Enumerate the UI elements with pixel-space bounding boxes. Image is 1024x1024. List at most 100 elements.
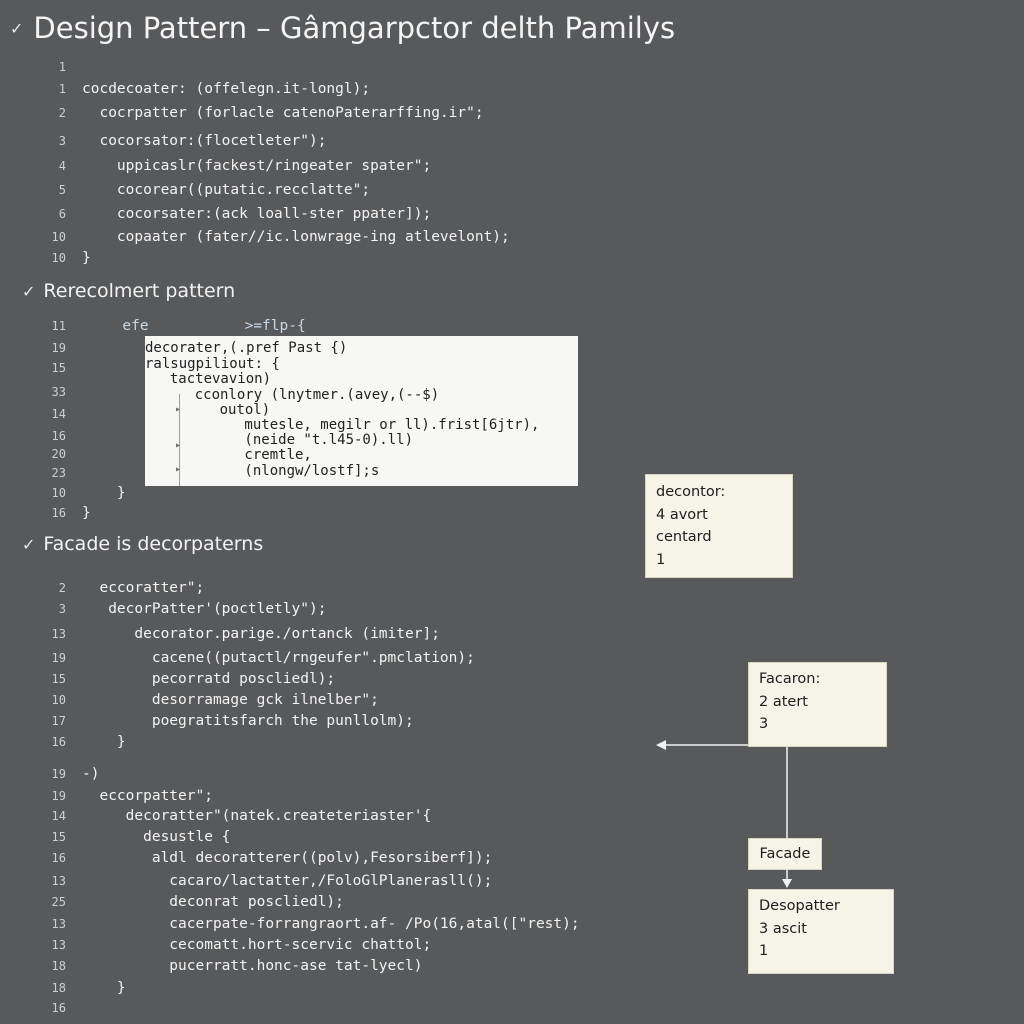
code-line: } <box>82 980 126 996</box>
popup-line: mutesle, megilr or ll).frist[6jtr), <box>177 417 540 433</box>
chevron-down-icon[interactable]: ✓ <box>10 18 24 38</box>
code-line: cacerpate-forrangraort.af- /Po(16,atal([… <box>82 916 580 932</box>
popup-line: tactevavion) <box>153 371 272 387</box>
code-line: pucerratt.honc-ase tat-lyecl) <box>82 958 423 974</box>
facade-label: Facade <box>759 846 811 862</box>
chevron-down-icon[interactable]: ✓ <box>22 534 36 554</box>
code-line: copaater (fater//ic.lonwrage-ing atlevel… <box>82 229 510 245</box>
line-number: 13 <box>51 627 66 641</box>
box-line: 4 avort <box>656 506 708 523</box>
line-number: 19 <box>51 651 66 665</box>
section-3-header[interactable]: ✓ Facade is decorpaterns <box>22 531 263 557</box>
code-line: cecomatt.hort-scervic chattol; <box>82 937 432 953</box>
facade-label-box[interactable]: Facade <box>748 838 822 870</box>
line-number: 14 <box>51 809 66 823</box>
fold-marker-icon[interactable]: ▸ <box>175 464 182 475</box>
popup-line: outol) <box>169 402 271 418</box>
box-line: 2 atert <box>759 693 808 710</box>
line-number: 16 <box>51 851 66 865</box>
line-number: 16 <box>51 1001 66 1015</box>
line-number: 18 <box>51 981 66 995</box>
line-number: 15 <box>51 830 66 844</box>
box-line: decontor: <box>656 484 726 500</box>
box-line: centard <box>656 529 712 545</box>
code-line: eccorpatter"; <box>82 788 213 804</box>
facaron-box[interactable]: Facaron: 2 atert 3 <box>748 662 887 747</box>
line-number: 16 <box>51 429 66 443</box>
line-number: 4 <box>58 159 66 173</box>
line-number: 13 <box>51 874 66 888</box>
desopatter-box[interactable]: Desopatter 3 ascit 1 <box>748 889 894 974</box>
code-line: cocrpatter (forlacle catenoPaterarffing.… <box>82 105 484 121</box>
line-number: 5 <box>58 183 66 197</box>
section-3-heading: Facade is decorpaterns <box>43 533 264 555</box>
code-line: cocdecoater: (offelegn.it-longl); <box>82 81 371 97</box>
code-line: poegratitsfarch the punllolm); <box>82 713 414 729</box>
code-line: decorator.parige./ortanck (imiter]; <box>82 626 440 642</box>
code-line: } <box>82 734 126 750</box>
line-number: 10 <box>51 693 66 707</box>
popup-line: (neide "t.l45-0).ll) <box>177 432 414 448</box>
code-line: } <box>82 250 91 266</box>
popup-line: cconlory (lnytmer.(avey,(--$) <box>161 387 440 403</box>
line-number: 11 <box>51 319 66 333</box>
code-line: cocorsator:(flocetleter"); <box>82 133 327 149</box>
code-line: cocorsater:(ack loall-ster ppater]); <box>82 206 432 222</box>
code-line: uppicaslr(fackest/ringeater spater"; <box>82 158 432 174</box>
box-line: 1 <box>656 551 666 568</box>
box-line: 1 <box>759 943 769 959</box>
line-number: 19 <box>51 341 66 355</box>
arrowhead-left-icon <box>656 740 666 750</box>
popup-line: (nlongw/lostf];s <box>177 463 380 479</box>
code-line: decorPatter'(poctletly"); <box>82 601 327 617</box>
page-title-bar: ✓ Design Pattern – Gâmgarpctor delth Pam… <box>10 8 675 48</box>
line-number: 19 <box>51 789 66 803</box>
arrowhead-down-icon <box>782 879 792 888</box>
line-number: 1 <box>58 60 66 74</box>
code-line: cacene((putactl/rngeufer".pmclation); <box>82 650 475 666</box>
line-number: 13 <box>51 938 66 952</box>
line-number: 14 <box>51 407 66 421</box>
line-number: 2 <box>58 106 66 120</box>
line-number: 16 <box>51 735 66 749</box>
line-number: 17 <box>51 714 66 728</box>
line-number: 10 <box>51 230 66 244</box>
code-line: } <box>82 505 91 521</box>
line-number: 25 <box>51 895 66 909</box>
line-number: 2 <box>58 581 66 595</box>
line-number: 10 <box>51 251 66 265</box>
line-number: 19 <box>51 767 66 781</box>
line-number: 6 <box>58 207 66 221</box>
line-number: 23 <box>51 466 66 480</box>
line-number: 15 <box>51 672 66 686</box>
chevron-down-icon[interactable]: ✓ <box>22 281 36 301</box>
fold-marker-icon[interactable]: ▸ <box>175 404 182 415</box>
code-peek-popup[interactable]: decorater,(.pref Past {) ralsugpiliout: … <box>145 336 578 486</box>
code-line: cocorear((putatic.recclatte"; <box>82 182 371 198</box>
code-line: pecorratd poscliedl); <box>82 671 336 687</box>
code-line: deconrat poscliedl); <box>82 894 344 910</box>
box-line: Facaron: <box>759 671 821 687</box>
code-line: cacaro/lactatter,/FoloGlPlanerasll(); <box>82 873 493 889</box>
section-2-header[interactable]: ✓ Rerecolmert pattern <box>22 278 235 304</box>
line-number: 3 <box>58 602 66 616</box>
code-line: eccoratter"; <box>82 580 205 596</box>
box-line: 3 <box>759 716 769 732</box>
code-line: } <box>82 485 126 501</box>
box-line: 3 ascit <box>759 920 807 937</box>
line-number: 33 <box>51 385 66 399</box>
line-number: 15 <box>51 361 66 375</box>
line-number: 1 <box>58 82 66 96</box>
code-line: desustle { <box>82 829 231 845</box>
code-line: aldl decoratterer((polv),Fesorsiberf]); <box>82 850 493 866</box>
fold-marker-icon[interactable]: ▸ <box>175 440 182 451</box>
box-line: Desopatter <box>759 898 840 914</box>
line-number: 20 <box>51 447 66 461</box>
line-number: 16 <box>51 506 66 520</box>
decontor-box[interactable]: decontor: 4 avort centard 1 <box>645 474 793 578</box>
indent-guide <box>179 394 180 486</box>
line-number: 13 <box>51 917 66 931</box>
code-line: -) <box>82 766 100 782</box>
line-number: 10 <box>51 486 66 500</box>
